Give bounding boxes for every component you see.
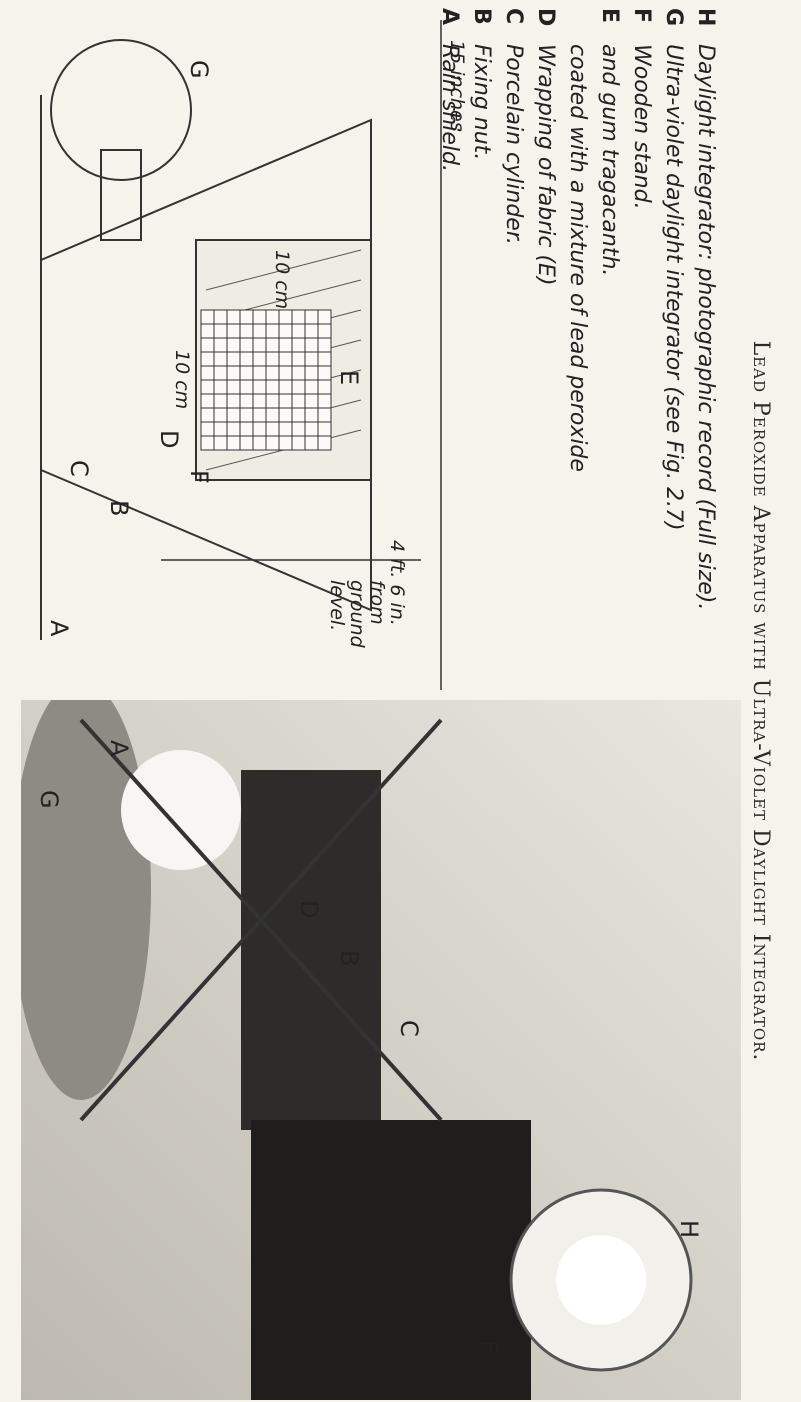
- photo-svg: A B C D F G H: [21, 700, 741, 1400]
- photo-dial-centre: [556, 1235, 646, 1325]
- label-A: A: [45, 620, 73, 637]
- diagram-svg: 4 ft. 6 in. from ground level. 10 cm 10 …: [40, 20, 468, 690]
- scale-grid: [200, 309, 332, 451]
- photo-label-C: C: [395, 1020, 423, 1037]
- integrator-bulb: [50, 39, 192, 181]
- photo-rain-shield: [21, 700, 151, 1100]
- scale-h-label: 10 cm: [171, 350, 193, 409]
- photo-cylinder: [241, 770, 381, 1130]
- integrator-neck: [100, 149, 142, 241]
- apparatus-photograph: A B C D F G H: [21, 700, 741, 1400]
- height-note-3: ground: [346, 580, 368, 649]
- photo-stand: [251, 1120, 531, 1400]
- photo-label-H: H: [675, 1220, 703, 1238]
- photo-label-D: D: [295, 900, 323, 918]
- label-D: D: [155, 430, 183, 448]
- label-E: E: [335, 370, 363, 385]
- height-note-2: from: [366, 580, 388, 625]
- photo-label-G: G: [35, 790, 63, 809]
- photo-bulb: [121, 750, 241, 870]
- photo-label-F: F: [475, 1340, 503, 1354]
- height-note-4: level.: [326, 580, 348, 631]
- width-note: 15 inches: [446, 40, 468, 132]
- scale-v-label: 10 cm: [271, 250, 293, 309]
- label-B: B: [105, 500, 133, 516]
- label-G: G: [185, 60, 213, 79]
- label-C: C: [65, 460, 93, 477]
- photo-label-B: B: [335, 950, 363, 966]
- label-F: F: [185, 470, 213, 484]
- height-note-1: 4 ft. 6 in.: [386, 540, 408, 626]
- photo-label-A: A: [105, 740, 133, 757]
